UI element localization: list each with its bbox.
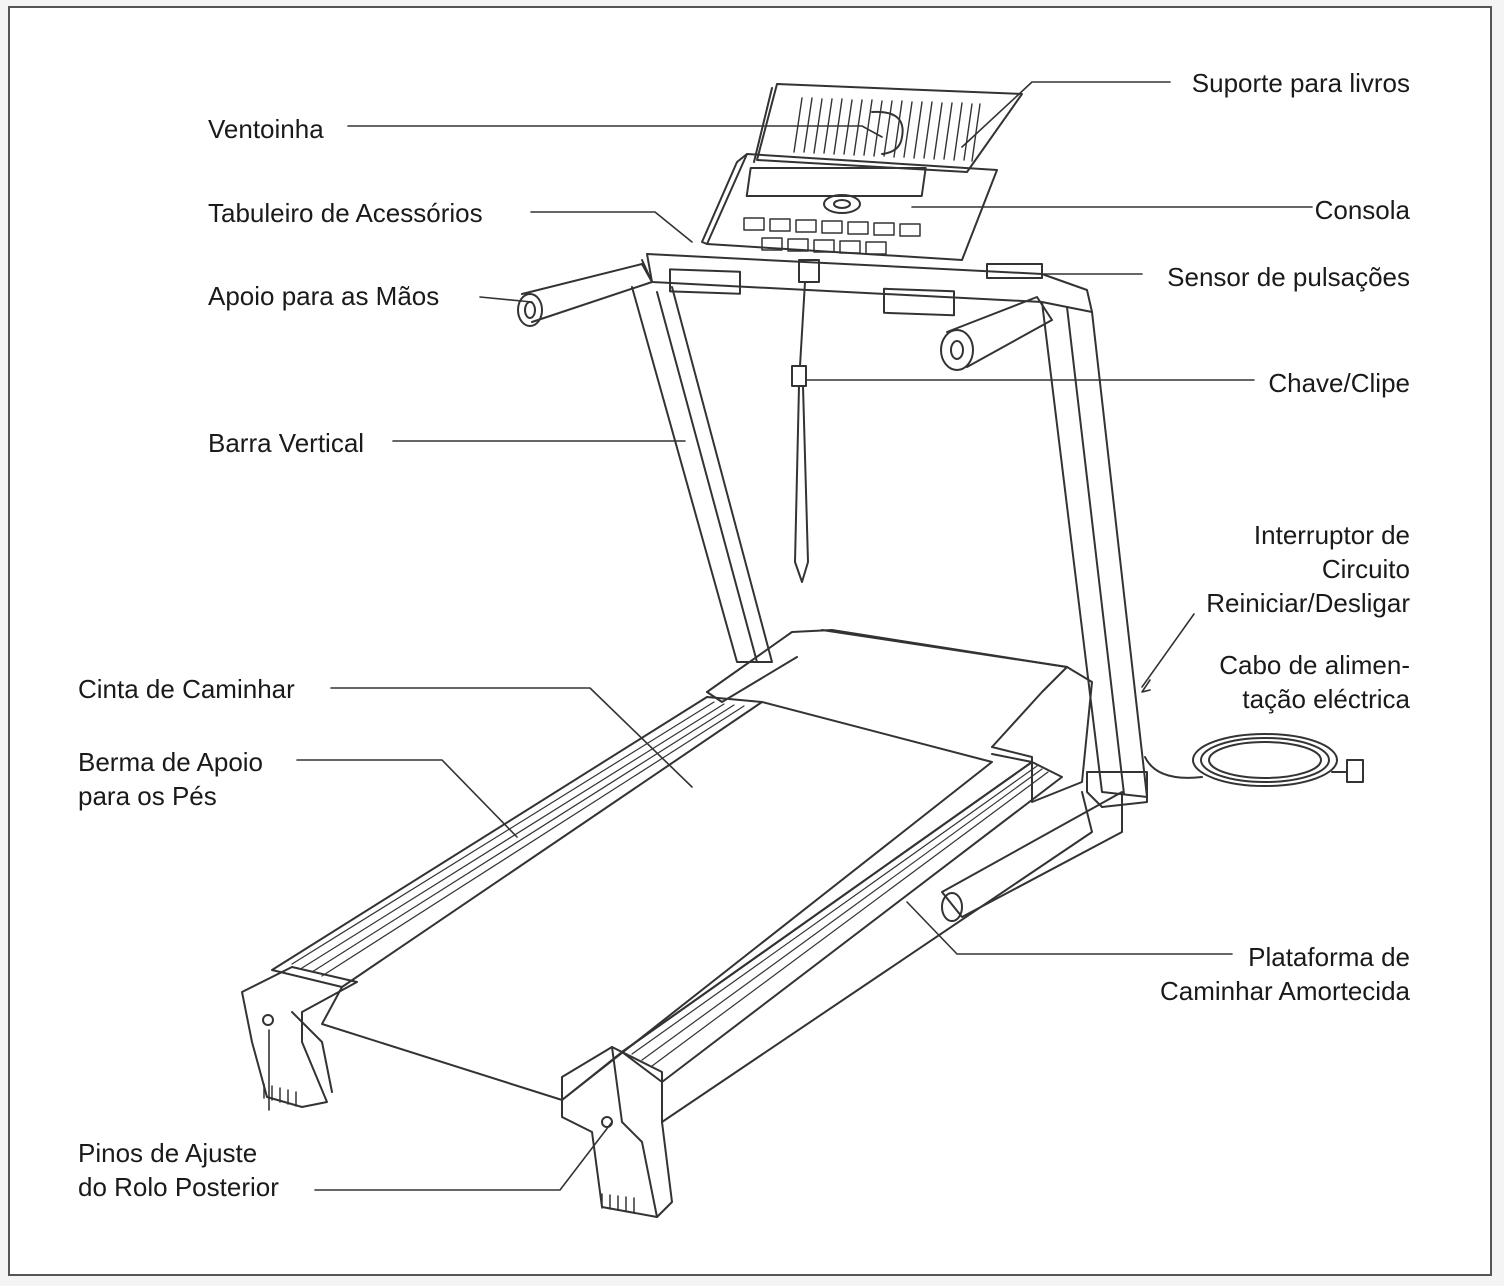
label-tabuleiro: Tabuleiro de Acessórios	[208, 198, 483, 228]
upright-left	[631, 286, 773, 663]
label-pinos: Pinos de Ajuste do Rolo Posterior	[78, 1138, 279, 1202]
label-berma: Berma de Apoio para os Pés	[78, 747, 264, 811]
console-keypad	[743, 217, 921, 255]
accessory-tray-left	[669, 268, 741, 295]
motor-hood	[706, 629, 1093, 803]
label-apoio-maos: Apoio para as Mãos	[208, 281, 440, 311]
label-cabo: Cabo de alimen- tação eléctrica	[1219, 650, 1410, 714]
console-unit	[701, 83, 1023, 261]
console-display	[745, 167, 927, 197]
label-consola: Consola	[1314, 195, 1410, 225]
console-dial	[823, 194, 861, 214]
rear-cap-left	[241, 966, 358, 1108]
safety-key-clip	[791, 281, 809, 583]
callout-lines	[268, 81, 1313, 1191]
accessory-tray-right	[883, 287, 955, 317]
foot-rail-right	[621, 761, 1063, 1083]
label-suporte-livros: Suporte para livros	[1191, 68, 1410, 98]
label-sensor: Sensor de pulsações	[1167, 262, 1410, 292]
label-chave: Chave/Clipe	[1268, 368, 1410, 398]
safety-key-slot	[798, 259, 820, 283]
power-cord	[1144, 733, 1364, 787]
label-cinta: Cinta de Caminhar	[78, 674, 295, 704]
handrail-right	[940, 296, 1053, 371]
handrail-left	[517, 263, 653, 327]
deck	[271, 696, 1123, 1123]
fan-grille	[793, 97, 981, 162]
rear-cap-right	[561, 1046, 673, 1218]
pulse-sensor-pad	[986, 263, 1043, 279]
label-plataforma: Plataforma de Caminhar Amortecida	[1160, 942, 1410, 1006]
label-ventoinha: Ventoinha	[208, 114, 324, 144]
diagram-frame: Ventoinha Tabuleiro de Acessórios Apoio …	[8, 6, 1492, 1276]
handlebar-frame	[517, 253, 1093, 371]
treadmill-drawing	[241, 81, 1364, 1218]
label-barra-vertical: Barra Vertical	[208, 428, 365, 458]
cushion-plate	[941, 791, 1123, 918]
upright-right	[1041, 301, 1148, 808]
label-interruptor: Interruptor de Circuito Reiniciar/Deslig…	[1206, 520, 1410, 618]
